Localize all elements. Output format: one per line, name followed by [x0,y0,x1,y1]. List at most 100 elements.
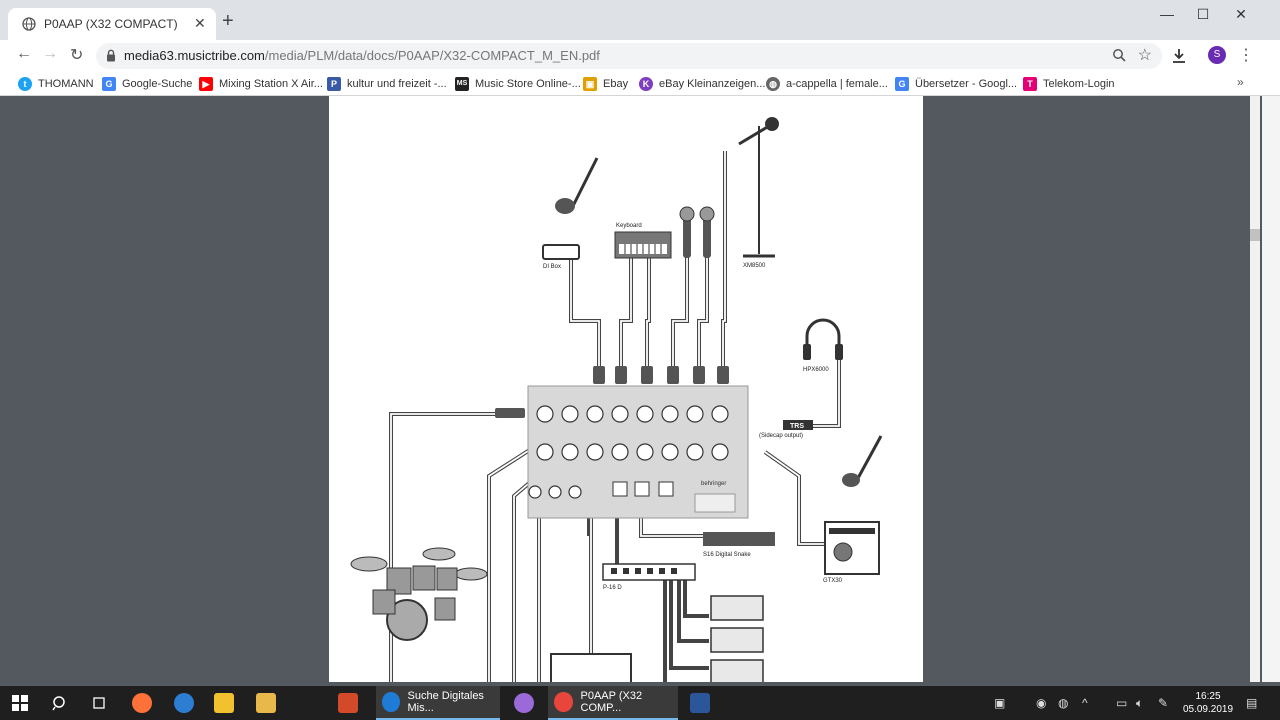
search-icon[interactable] [52,686,68,720]
toolbar: ← → ↻ media63.musictribe.com/media/PLM/d… [0,40,1280,72]
task-view-icon[interactable] [92,686,108,720]
bookmark-a-cappella[interactable]: ◍ a-cappella | female... [766,75,888,93]
app-icon[interactable] [338,686,358,720]
headphones-icon [803,318,843,360]
bookmark-label: Übersetzer - Googl... [915,78,1018,90]
s16-snake-icon [703,532,775,546]
vertical-scrollbar[interactable] [1250,96,1260,682]
bookmark-music-store[interactable]: MS Music Store Online-... [455,75,581,93]
brand-label: behringer [701,481,726,487]
clock[interactable]: 16:25 05.09.2019 [1180,690,1236,716]
side-strip [1262,96,1280,682]
label-hpx6000: HPX6000 [803,367,829,373]
rack-unit-icon [550,653,632,682]
edge-icon [382,692,400,712]
pen-icon[interactable]: ✎ [1158,696,1169,710]
url-path: /media/PLM/data/docs/P0AAP/X32-COMPACT_M… [264,48,600,63]
taskbar-app-edge[interactable]: Suche Digitales Mis... [376,686,500,720]
back-icon[interactable]: ← [16,45,32,62]
bookmark-star-icon[interactable]: ☆ [1137,47,1152,64]
firefox-icon[interactable] [132,686,152,720]
bookmark-label: Ebay [603,78,629,90]
forward-icon[interactable]: → [42,45,58,62]
scrollbar-thumb[interactable] [1250,229,1260,241]
tray-chevron-icon[interactable]: ^ [1082,696,1088,710]
tray-app-icon[interactable]: ▣ [994,696,1006,710]
tab-strip: P0AAP (X32 COMPACT) ✕ + — ☐ ✕ [0,0,1280,40]
connection-diagram: XM8500 DI Box Keyboard [350,117,883,682]
bookmark-mixing-station[interactable]: ▶Mixing Station X Air... [199,75,323,93]
bookmark-ebay[interactable]: ▣Ebay [583,75,628,93]
file-explorer-icon[interactable] [214,686,234,720]
youtube-icon: ▶ [199,77,213,91]
label-xm8500: XM8500 [743,263,766,269]
new-tab-icon[interactable]: + [222,10,234,32]
tray-app-icon[interactable]: ◍ [1058,696,1069,710]
bookmark-label: a-cappella | female... [786,78,888,90]
bookmark-label: THOMANN [38,78,94,90]
more-menu-icon[interactable]: ⋮ [1238,47,1254,64]
bookmark-label: Google-Suche [122,78,193,90]
taskbar-app-label: P0AAP (X32 COMP... [580,690,643,714]
label-sidecap: (Sidecap output) [759,433,803,439]
maximize-icon[interactable]: ☐ [1196,6,1210,22]
bookmarks-overflow-icon[interactable]: » [1237,75,1244,89]
paint-icon[interactable] [514,686,534,720]
mail-icon[interactable] [256,686,276,720]
tab-close-icon[interactable]: ✕ [194,15,206,31]
microphone-stand-icon [738,117,779,258]
pdf-page: XM8500 DI Box Keyboard [329,96,923,682]
chrome-icon [554,692,573,712]
music-store-icon: MS [455,77,469,91]
di-box-icon [542,244,580,260]
label-p16d: P-16 D [603,585,622,591]
profile-avatar[interactable]: S [1208,46,1226,64]
keyboard-icon [614,231,672,259]
bookmark-google-suche[interactable]: G Google-Suche [102,75,192,93]
trs-plug-icon [783,420,813,430]
kultur-icon: P [327,77,341,91]
bookmark-label: eBay Kleinanzeigen... [659,78,766,90]
bookmark-label: kultur und freizeit -... [347,78,447,90]
taskbar-app-label: Suche Digitales Mis... [407,690,484,714]
reload-icon[interactable]: ↻ [70,47,84,64]
bookmark-label: Telekom-Login [1043,78,1115,90]
windows-start-icon[interactable] [12,686,28,720]
google-icon: G [102,77,116,91]
web-icon: ◍ [766,77,780,91]
network-icon[interactable]: ▭ [1116,696,1128,710]
zoom-icon[interactable] [1112,48,1126,62]
globe-icon [22,17,36,31]
volume-icon[interactable]: 🔈︎ [1136,696,1144,710]
taskbar-app-chrome[interactable]: P0AAP (X32 COMP... [548,686,678,720]
tray-app-icon[interactable]: ◉ [1036,696,1047,710]
taskbar: Suche Digitales Mis... P0AAP (X32 COMP..… [0,686,1280,720]
pdf-viewer[interactable]: XM8500 DI Box Keyboard [0,96,1280,682]
guitar-icon [842,435,883,487]
window-close-icon[interactable]: ✕ [1235,6,1247,22]
clock-time: 16:25 [1195,691,1221,702]
tab-active[interactable]: P0AAP (X32 COMPACT) ✕ [8,8,216,40]
word-icon[interactable] [690,686,710,720]
kleinanzeigen-icon: K [639,77,653,91]
download-icon[interactable] [1168,45,1190,67]
minimize-icon[interactable]: — [1160,6,1174,22]
label-gtx30: GTX30 [823,578,843,584]
personal-mixer-icon [710,595,764,682]
address-bar[interactable]: media63.musictribe.com/media/PLM/data/do… [96,43,1162,69]
lock-icon [107,49,115,62]
bookmark-label: Music Store Online-... [475,78,581,90]
thunderbird-icon[interactable] [174,686,194,720]
clock-date: 05.09.2019 [1182,704,1234,715]
guitar-icon [555,157,599,214]
label-di-box: DI Box [543,264,561,270]
handheld-mic-icon [679,206,715,258]
url-text: media63.musictribe.com/media/PLM/data/do… [124,48,600,63]
notifications-icon[interactable]: ▤ [1246,696,1258,710]
